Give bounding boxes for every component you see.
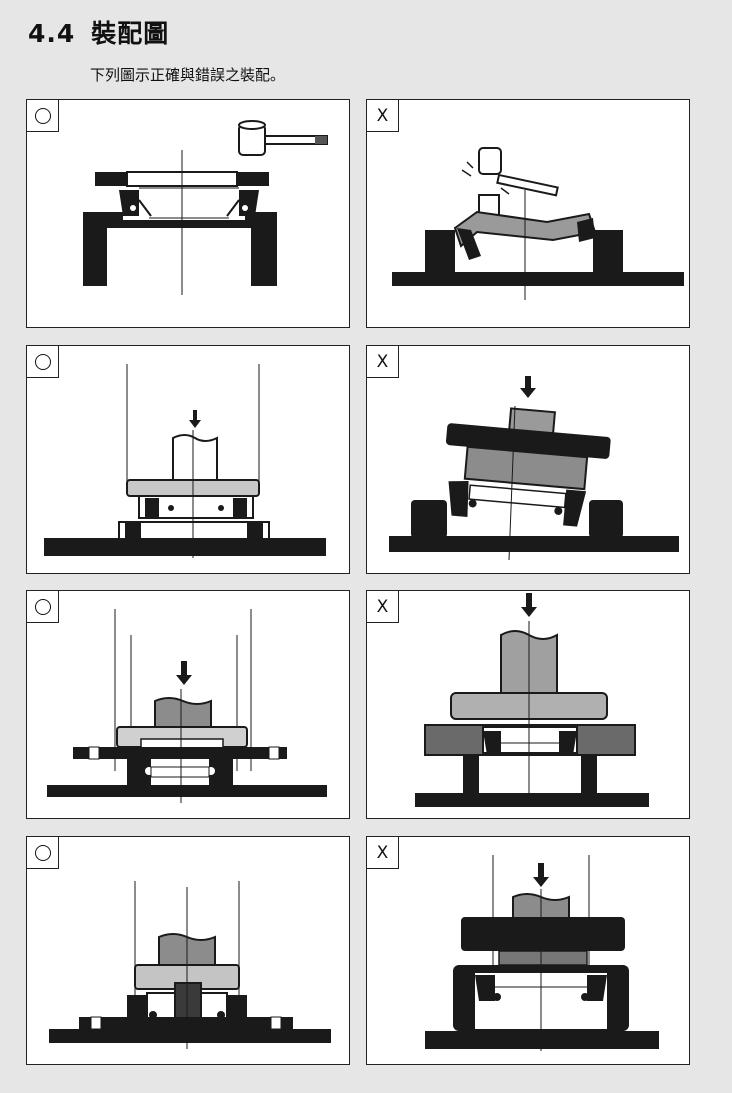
shoulder-press-correct-illustration [47, 609, 327, 803]
section-title: 裝配圖 [91, 19, 170, 48]
wrong-mark: X [367, 837, 399, 869]
wrong-mark: X [367, 591, 399, 623]
correct-mark: ○ [27, 591, 59, 623]
diagram-panel-8: X [366, 836, 690, 1065]
hammer-fixture-correct-illustration [83, 120, 328, 295]
diagram-panel-7: ○ [26, 836, 350, 1065]
broad-press-wrong-illustration [425, 855, 659, 1051]
intro-text: 下列圖示正確與錯誤之裝配。 [90, 66, 286, 84]
diagram-panel-1: ○ [26, 99, 350, 328]
diagram-panel-5: ○ [26, 590, 350, 819]
diagram-panel-4: X [366, 345, 690, 574]
wrong-mark: X [367, 100, 399, 132]
correct-mark: ○ [27, 100, 59, 132]
diagram-panel-2: X [366, 99, 690, 328]
correct-mark: ○ [27, 837, 59, 869]
oversized-press-wrong-illustration [415, 593, 649, 807]
section-heading: 4.4 裝配圖 [28, 14, 169, 50]
diagram-panel-6: X [366, 590, 690, 819]
wrong-mark: X [367, 346, 399, 378]
diagram-panel-3: ○ [26, 345, 350, 574]
press-guide-correct-illustration [44, 364, 326, 558]
section-number: 4.4 [28, 19, 76, 48]
stepped-tool-correct-illustration [49, 881, 331, 1049]
correct-mark: ○ [27, 346, 59, 378]
tilted-press-wrong-illustration [389, 376, 679, 561]
hammer-direct-wrong-illustration [392, 147, 684, 300]
